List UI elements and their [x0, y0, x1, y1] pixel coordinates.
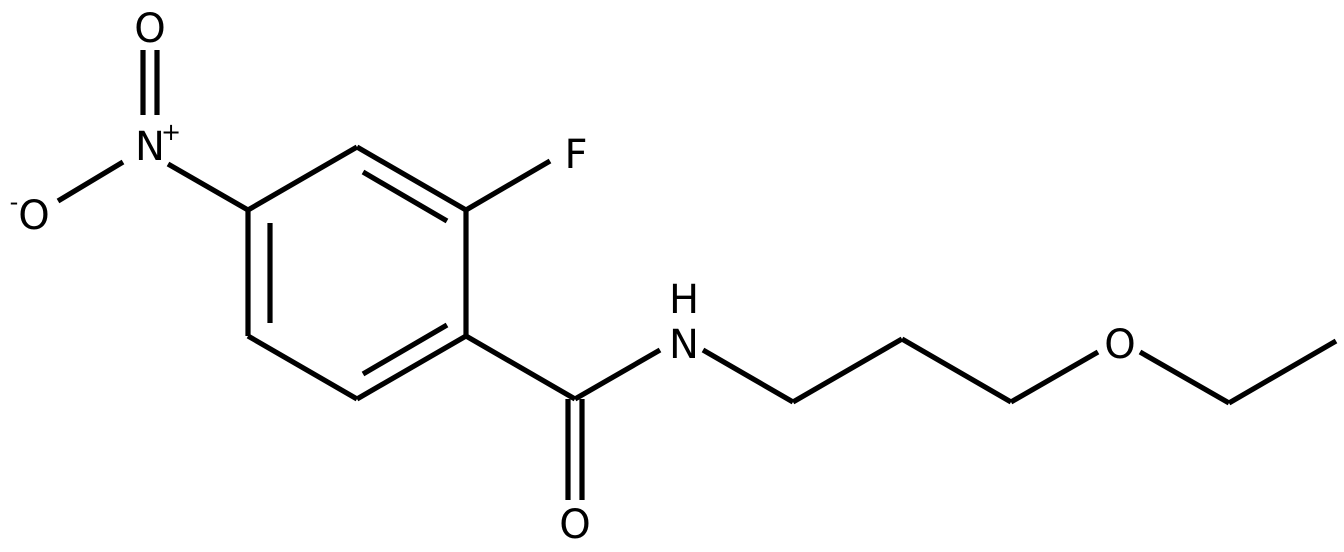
bond-c-f	[464, 158, 552, 213]
bond-ring-c1-c2	[246, 144, 359, 213]
bond-ch2-o	[1009, 349, 1100, 405]
bond-n-o-minus	[56, 159, 125, 204]
bond-ch2-ch2-b	[900, 336, 1013, 405]
bond-ring-c4-c5	[355, 333, 468, 402]
nitro-positive-charge: +	[161, 118, 181, 146]
atom-ether-oxygen: O	[1104, 322, 1135, 368]
atom-amide-hydrogen: H	[669, 277, 699, 323]
oxide-negative-charge: -	[10, 188, 19, 216]
atom-amide-nitrogen: N	[669, 322, 699, 368]
atom-fluorine: F	[564, 132, 587, 178]
atom-carbonyl-oxygen: O	[559, 502, 590, 548]
bond-carbonyl-n	[573, 347, 662, 402]
bond-ring-c2-c3-inner	[361, 169, 449, 224]
atom-labels: O N + O - F H N O O	[10, 6, 1136, 548]
bonds	[56, 50, 1338, 500]
bond-ring-c5-c6	[246, 333, 359, 402]
bond-ring-carbonyl	[464, 333, 577, 402]
atom-nitrogen-nitro: N	[135, 124, 165, 170]
atom-oxygen-top: O	[134, 6, 165, 52]
bond-ring-c2-c3	[355, 144, 468, 213]
bond-ring-c4-c5-inner	[361, 322, 449, 377]
bond-ch2-ch2	[791, 336, 904, 405]
bond-o-ch2	[1138, 349, 1231, 406]
atom-oxygen-minus: O	[18, 193, 49, 239]
bond-ch2-ch3	[1227, 338, 1338, 406]
bond-n-ring	[166, 161, 250, 213]
bond-n-ch2	[701, 347, 795, 405]
